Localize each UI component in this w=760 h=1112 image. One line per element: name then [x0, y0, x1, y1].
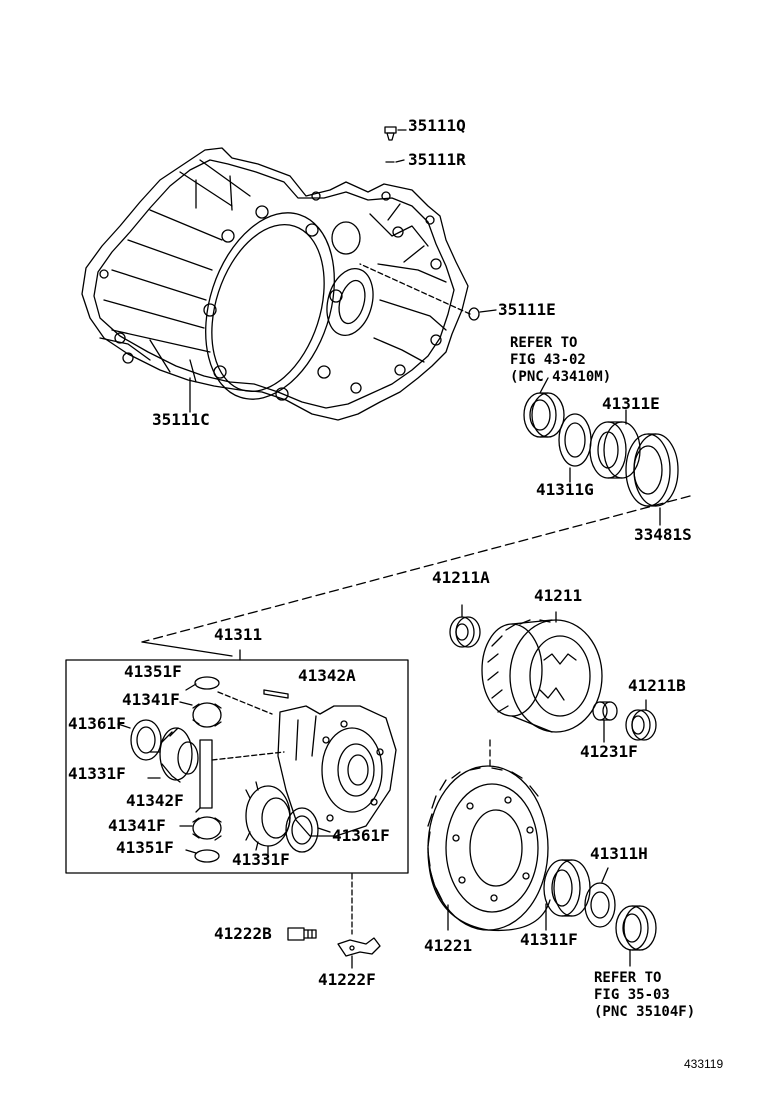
label-41311e: 41311E: [602, 394, 660, 413]
side-gear-left: [149, 727, 199, 783]
governor-gear-41211: [481, 619, 603, 733]
bearing-race-41311e: [589, 421, 641, 479]
label-41351f-lower: 41351F: [116, 838, 174, 857]
label-41222b: 41222B: [214, 924, 272, 943]
label-41331f-right: 41331F: [232, 850, 290, 869]
ring-gear-41221: [427, 765, 551, 932]
pinion-gear-upper: [192, 702, 222, 728]
label-33481s: 33481S: [634, 525, 692, 544]
pinion-gear-lower: [192, 816, 222, 841]
bearing-41311f: [543, 859, 591, 917]
label-41221: 41221: [424, 936, 473, 955]
label-41311: 41311: [214, 625, 263, 644]
label-41311g: 41311G: [536, 480, 594, 499]
side-gear-right: [245, 781, 291, 851]
bearing-41211b: [625, 709, 657, 741]
label-35111q: 35111Q: [408, 116, 466, 135]
label-41211: 41211: [534, 586, 583, 605]
oil-seal-33481s: [625, 433, 679, 507]
label-41311f: 41311F: [520, 930, 578, 949]
label-41331f-left: 41331F: [68, 764, 126, 783]
lock-plate-41222f: [337, 937, 381, 957]
label-35111r: 35111R: [408, 150, 466, 169]
label-41211a: 41211A: [432, 568, 490, 587]
label-41341f-lower: 41341F: [108, 816, 166, 835]
label-41341f-upper: 41341F: [122, 690, 180, 709]
differential-group-box: [65, 659, 409, 874]
label-41342a: 41342A: [298, 666, 356, 685]
label-41211b: 41211B: [628, 676, 686, 695]
plug-35111q: [384, 126, 397, 141]
label-41351f-upper: 41351F: [124, 662, 182, 681]
bearing-41211a: [449, 616, 481, 648]
label-41311h: 41311H: [590, 844, 648, 863]
label-refer-bottom: REFER TO FIG 35-03 (PNC 35104F): [594, 970, 696, 1020]
label-41222f: 41222F: [318, 970, 376, 989]
oil-seal-refer-bottom: [615, 905, 657, 951]
label-41361f-right: 41361F: [332, 826, 390, 845]
sleeve-41231f: [592, 701, 618, 721]
oil-seal-refer-top: [523, 392, 565, 438]
transaxle-housing: [81, 147, 469, 421]
label-41361f-left: 41361F: [68, 714, 126, 733]
shim-41311h: [584, 882, 616, 928]
label-41231f: 41231F: [580, 742, 638, 761]
label-refer-top: REFER TO FIG 43-02 (PNC 43410M): [510, 335, 612, 385]
shim-41311g: [558, 413, 592, 467]
differential-case: [277, 705, 397, 837]
label-41342f: 41342F: [126, 791, 184, 810]
label-35111e: 35111E: [498, 300, 556, 319]
label-35111c: 35111C: [152, 410, 210, 429]
bolt-41222b: [287, 927, 317, 941]
figure-number: 433119: [684, 1057, 724, 1071]
